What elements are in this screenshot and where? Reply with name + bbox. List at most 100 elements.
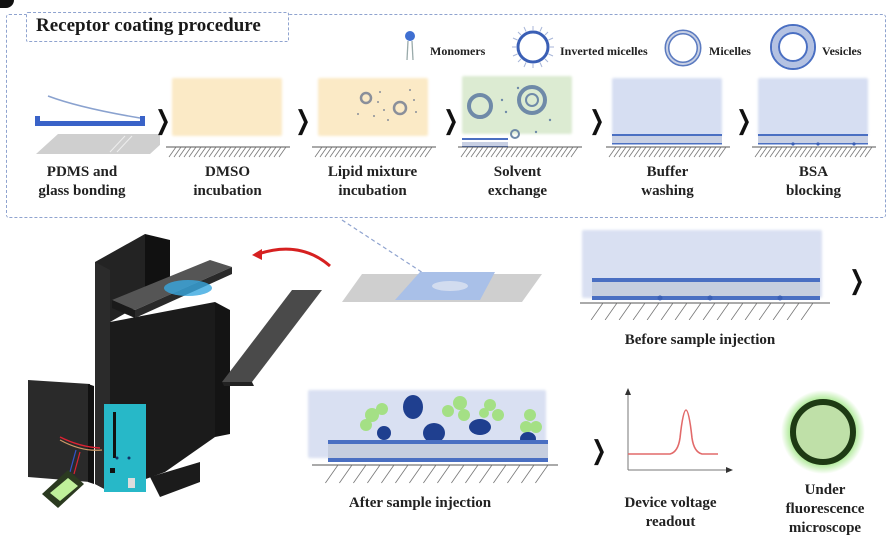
substrate-hatch: [458, 146, 582, 158]
hatch-mark: [470, 146, 479, 158]
hatch-mark: [490, 146, 499, 158]
monomer-icon: [405, 31, 415, 61]
substrate-hatch: [312, 146, 436, 158]
hatch-mark: [437, 464, 451, 484]
hatch-mark: [834, 146, 843, 158]
hatch-mark: [394, 146, 403, 158]
hatch-mark: [233, 146, 242, 158]
hatch-mark: [479, 464, 493, 484]
hatch-mark: [744, 302, 758, 320]
hatch-mark: [570, 146, 579, 158]
hatch-mark: [800, 302, 814, 320]
hatch-mark: [324, 146, 333, 158]
step-3-label: Lipid mixture incubation: [310, 163, 435, 201]
hatch-mark: [633, 146, 642, 158]
hatch-mark: [560, 146, 569, 158]
microscope-line2: fluorescence: [785, 501, 865, 517]
step-3-line1: Lipid mixture: [327, 164, 418, 180]
chevron-right-icon: ❯: [589, 106, 605, 136]
hatch-mark: [713, 146, 722, 158]
hatch-mark: [864, 146, 873, 158]
hatch-mark: [248, 146, 257, 158]
hatch-mark: [718, 146, 727, 158]
hatch-mark: [188, 146, 197, 158]
hatch-mark: [369, 146, 378, 158]
chevron-right-icon: ❯: [155, 106, 171, 136]
hatch-mark: [258, 146, 267, 158]
step-4-label: Solvent exchange: [460, 163, 575, 201]
hatch-mark: [384, 146, 393, 158]
hatch-mark: [772, 302, 786, 320]
hatch-mark: [613, 146, 622, 158]
hatch-mark: [178, 146, 187, 158]
micelle-icon: [664, 29, 702, 67]
hatch-mark: [632, 302, 646, 320]
panel-title-box: [26, 12, 289, 42]
hatch-mark: [618, 146, 627, 158]
hatch-mark: [844, 146, 853, 158]
buffer-washing-panel: [612, 78, 722, 136]
hatch-mark: [754, 146, 763, 158]
bsa-blocking-panel: [758, 78, 868, 136]
hatch-mark: [730, 302, 744, 320]
hatch-mark: [646, 302, 660, 320]
hatch-mark: [521, 464, 535, 484]
lipid-micelles: [357, 89, 417, 121]
hatch-mark: [779, 146, 788, 158]
substrate-hatch: [752, 146, 876, 158]
chevron-right-icon: ❯: [591, 436, 607, 466]
step-5-line2: washing: [641, 183, 694, 199]
hatch-mark: [495, 146, 504, 158]
hatch-mark: [263, 146, 272, 158]
step-2-label: DMSO incubation: [170, 163, 285, 201]
lipid-mixture-panel: [318, 78, 428, 136]
hatch-mark: [213, 146, 222, 158]
step-6-line1: BSA: [798, 164, 829, 180]
hatch-mark: [465, 146, 474, 158]
step-5-label: Buffer washing: [610, 163, 725, 201]
hatch-mark: [799, 146, 808, 158]
hatch-mark: [364, 146, 373, 158]
microscope-line3: microscope: [788, 520, 862, 536]
hatch-mark: [520, 146, 529, 158]
chevron-right-icon: ❯: [443, 106, 459, 136]
hatch-mark: [507, 464, 521, 484]
hatch-mark: [465, 464, 479, 484]
hatch-mark: [480, 146, 489, 158]
vesicle-icon: [770, 24, 816, 70]
hatch-mark: [618, 302, 632, 320]
hatch-mark: [819, 146, 828, 158]
hatch-mark: [399, 146, 408, 158]
readout-line1: Device voltage: [624, 495, 717, 511]
hatch-mark: [794, 146, 803, 158]
panel-title: Receptor coating procedure: [36, 15, 261, 36]
hatch-mark: [218, 146, 227, 158]
hatch-mark: [608, 146, 617, 158]
hatch-mark: [334, 146, 343, 158]
hatch-mark: [173, 146, 182, 158]
hatch-mark: [530, 146, 539, 158]
readout-label: Device voltage readout: [608, 494, 733, 532]
legend-label-vesicles: Vesicles: [822, 44, 862, 58]
lipid-bilayer-bsa: [758, 134, 868, 146]
hatch-mark: [379, 146, 388, 158]
hatch-mark: [409, 146, 418, 158]
hatch-mark: [329, 146, 338, 158]
hatch-mark: [764, 146, 773, 158]
hatch-mark: [515, 146, 524, 158]
hatch-mark: [273, 146, 282, 158]
hatch-mark: [238, 146, 247, 158]
hatch-mark: [253, 146, 262, 158]
hatch-mark: [419, 146, 428, 158]
chip-on-glass-slide: [342, 272, 542, 302]
hatch-mark: [759, 146, 768, 158]
step-4-line1: Solvent: [493, 164, 542, 180]
hatch-mark: [223, 146, 232, 158]
hatch-mark: [374, 146, 383, 158]
hatch-mark: [423, 464, 437, 484]
fluorescence-vesicle-icon: [781, 390, 865, 474]
pdms-glass-illustration: [35, 95, 160, 154]
hatch-mark: [769, 146, 778, 158]
solvent-exchange-vesicles: [462, 85, 552, 148]
substrate-hatch: [166, 146, 290, 158]
